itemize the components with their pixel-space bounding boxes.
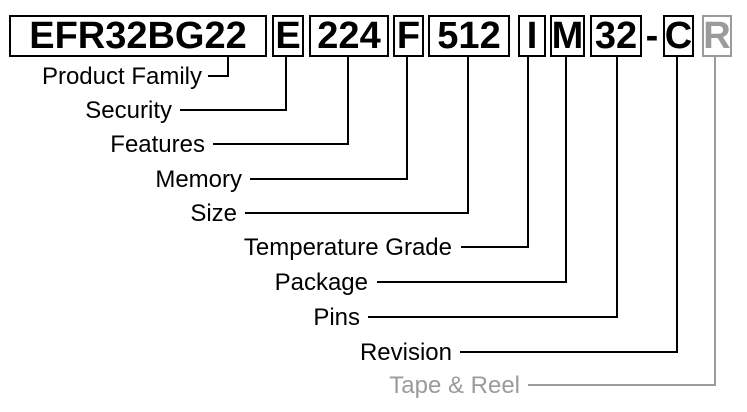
segment-box-revision: C: [663, 14, 694, 57]
connector-revision: [460, 57, 678, 353]
connector-tape-and-reel: [528, 57, 716, 386]
label-tape-and-reel: Tape & Reel: [389, 372, 520, 399]
segment-box-pins: 32: [590, 15, 642, 57]
segment-box-security: E: [272, 15, 304, 57]
connector-features: [213, 57, 349, 145]
label-temperature-grade: Temperature Grade: [243, 234, 452, 261]
connector-package: [377, 57, 567, 283]
connector-size: [245, 57, 469, 214]
label-security: Security: [85, 97, 172, 124]
segment-box-features: 224: [309, 15, 389, 57]
label-product-family: Product Family: [41, 63, 202, 90]
segment-box-tape-and-reel: R: [702, 14, 732, 57]
connector-pins: [368, 57, 618, 318]
connector-temperature-grade: [461, 57, 529, 248]
separator-hyphen: -: [645, 14, 659, 57]
segment-box-product-family: EFR32BG22: [9, 15, 267, 57]
segment-box-temperature-grade: I: [518, 15, 546, 57]
connector-memory: [250, 57, 408, 180]
label-pins: Pins: [313, 304, 360, 331]
connector-product-family: [208, 57, 229, 77]
label-revision: Revision: [359, 339, 452, 366]
segment-box-memory: F: [393, 15, 424, 57]
label-size: Size: [190, 200, 237, 227]
connector-security: [180, 57, 287, 111]
label-package: Package: [274, 269, 368, 296]
label-features: Features: [110, 131, 205, 158]
segment-box-size: 512: [428, 15, 510, 57]
segment-box-package: M: [550, 14, 585, 57]
label-memory: Memory: [155, 166, 242, 193]
